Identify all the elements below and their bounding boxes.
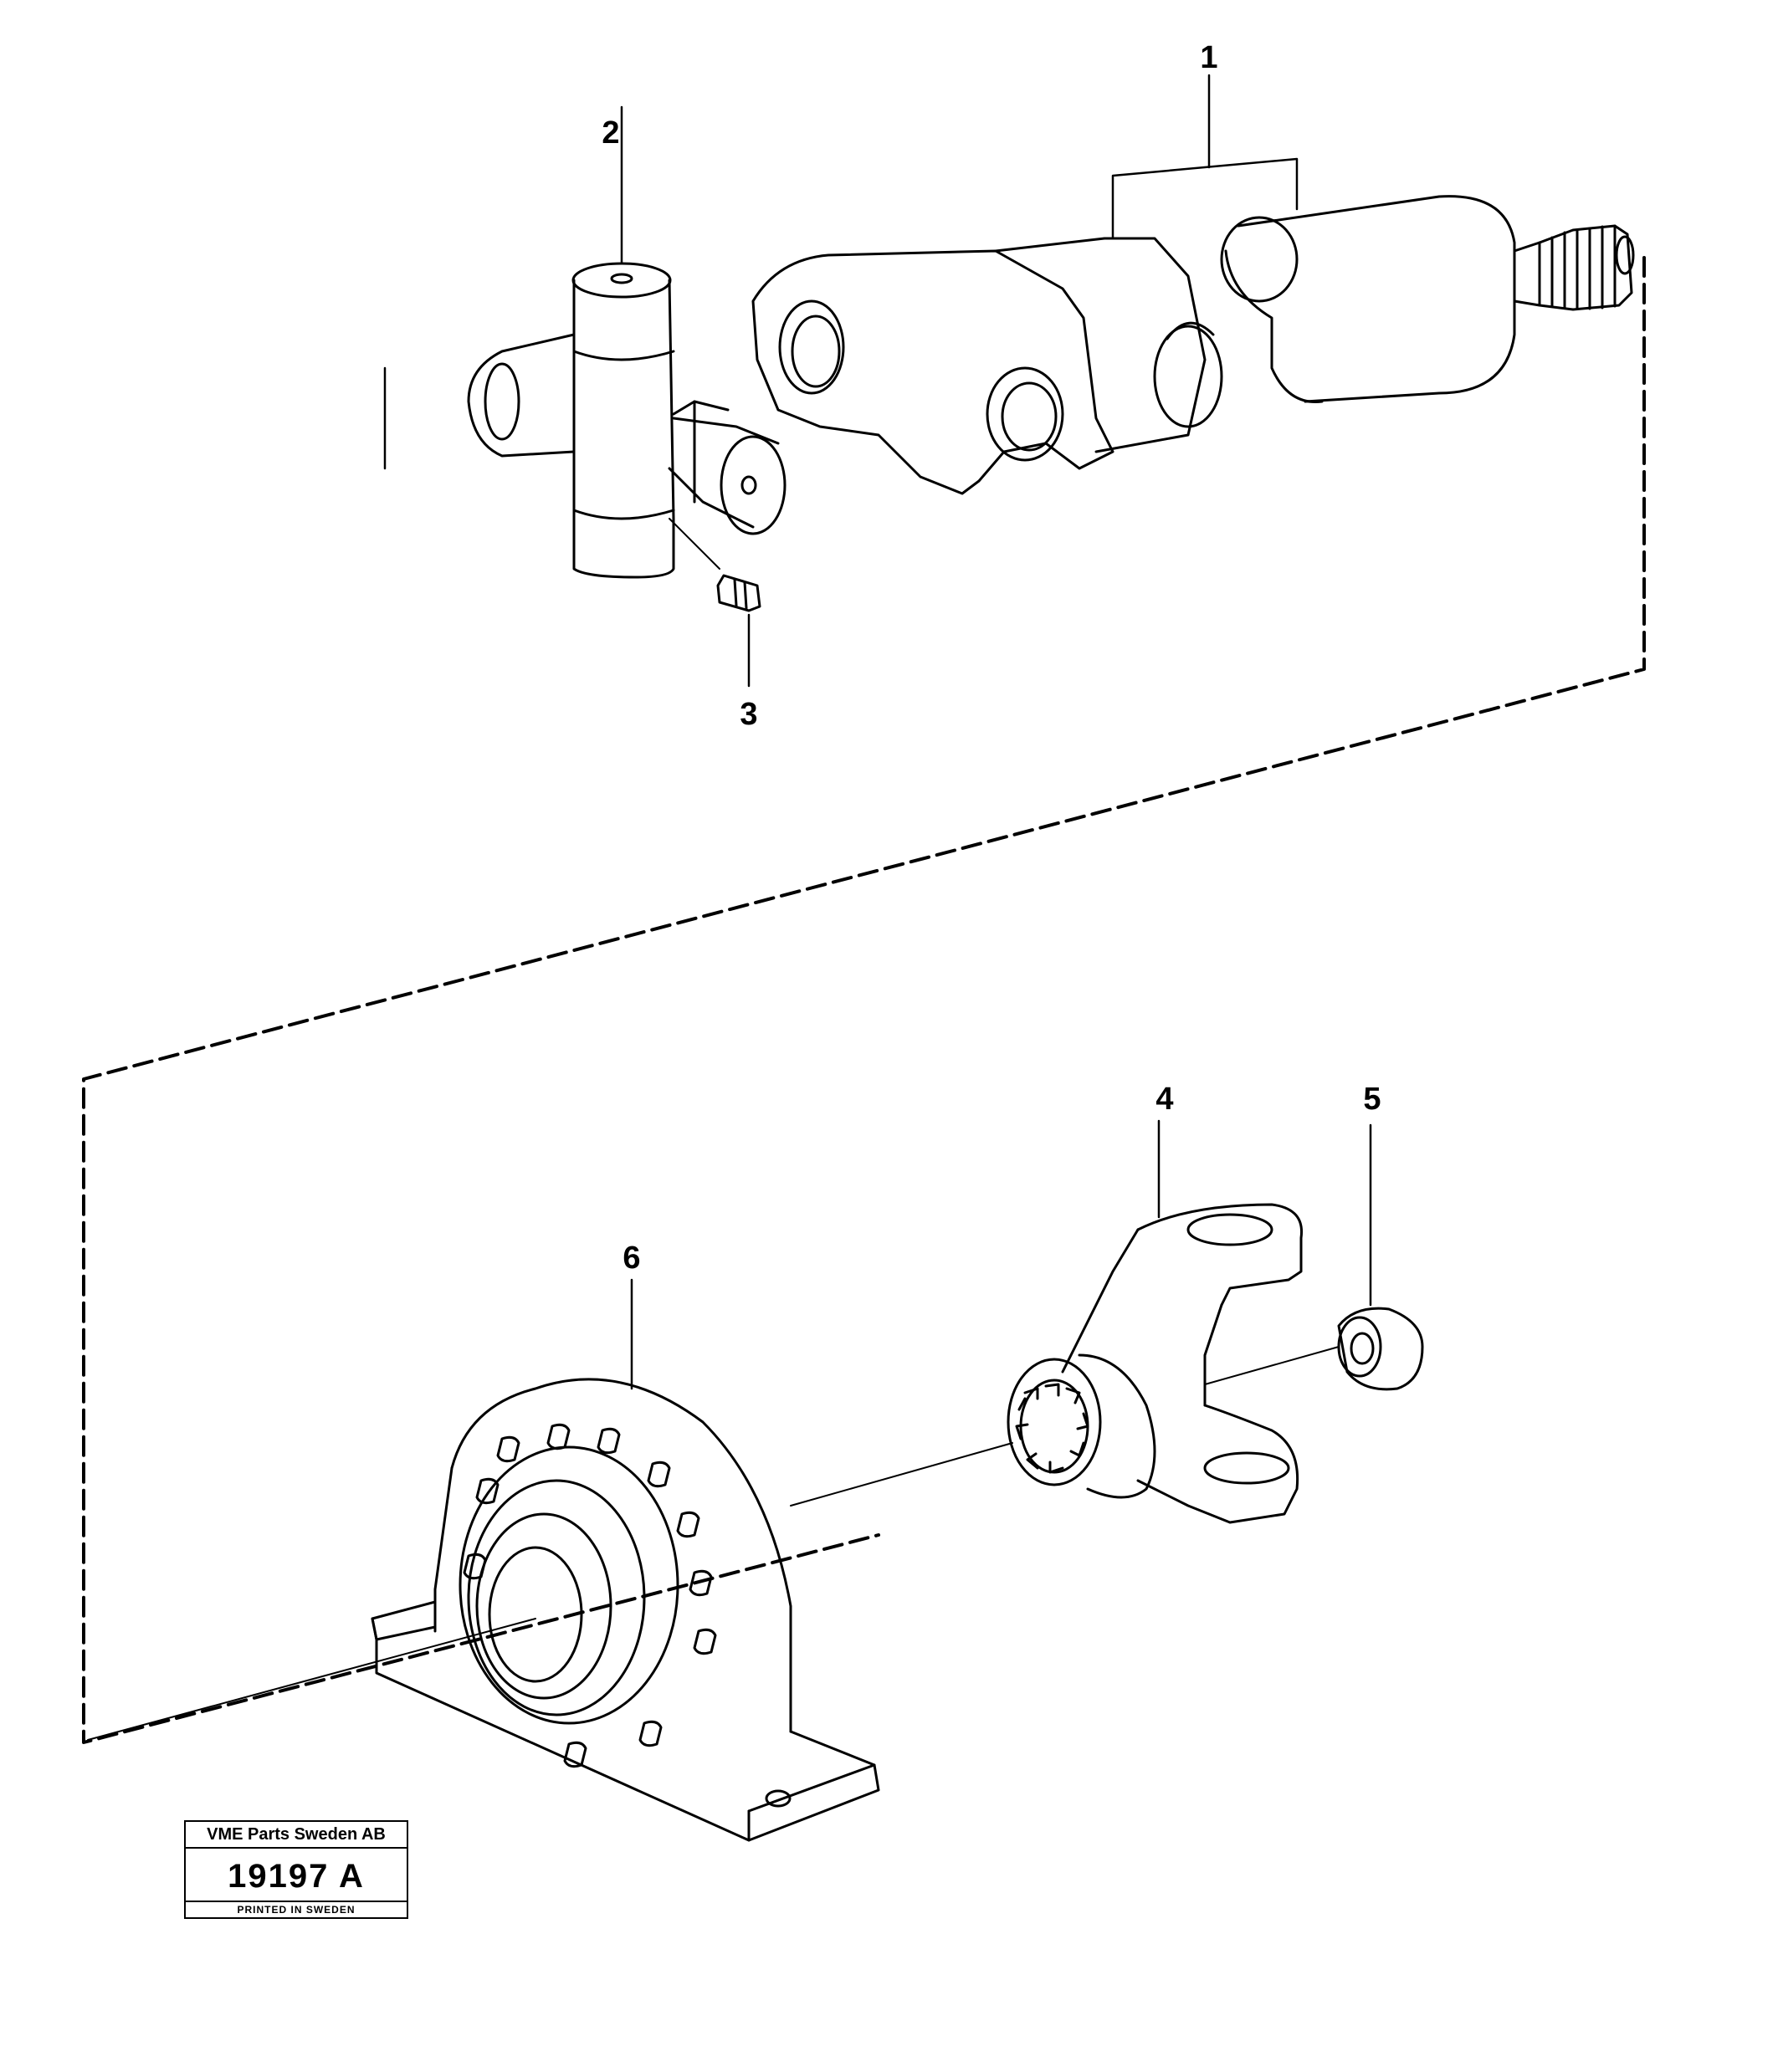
dashed-connection-frame: [82, 256, 1646, 1744]
callout-2: 2: [602, 115, 620, 151]
part-5-flange-nut: [1204, 1123, 1424, 1391]
callout-5: 5: [1363, 1082, 1381, 1117]
stamp-document-number: 19197 A: [228, 1858, 365, 1895]
stamp-company-name: VME Parts Sweden AB: [186, 1822, 407, 1849]
part-1-propeller-shaft: [751, 74, 1635, 495]
callout-6: 6: [623, 1241, 641, 1276]
callout-3: 3: [740, 697, 758, 732]
part-3-grease-nipple: [669, 518, 761, 688]
document-stamp: VME Parts Sweden AB 19197 A PRINTED IN S…: [184, 1820, 408, 1919]
part-6-pillow-block-bearing: [371, 1278, 1013, 1842]
part-4-flange-yoke: [1007, 1119, 1304, 1524]
callout-1: 1: [1200, 40, 1218, 75]
shaft-centerline: [87, 1618, 536, 1741]
callout-4: 4: [1155, 1082, 1174, 1117]
part-2-universal-joint-cross: [383, 105, 787, 579]
stamp-printed-in: PRINTED IN SWEDEN: [186, 1901, 407, 1917]
